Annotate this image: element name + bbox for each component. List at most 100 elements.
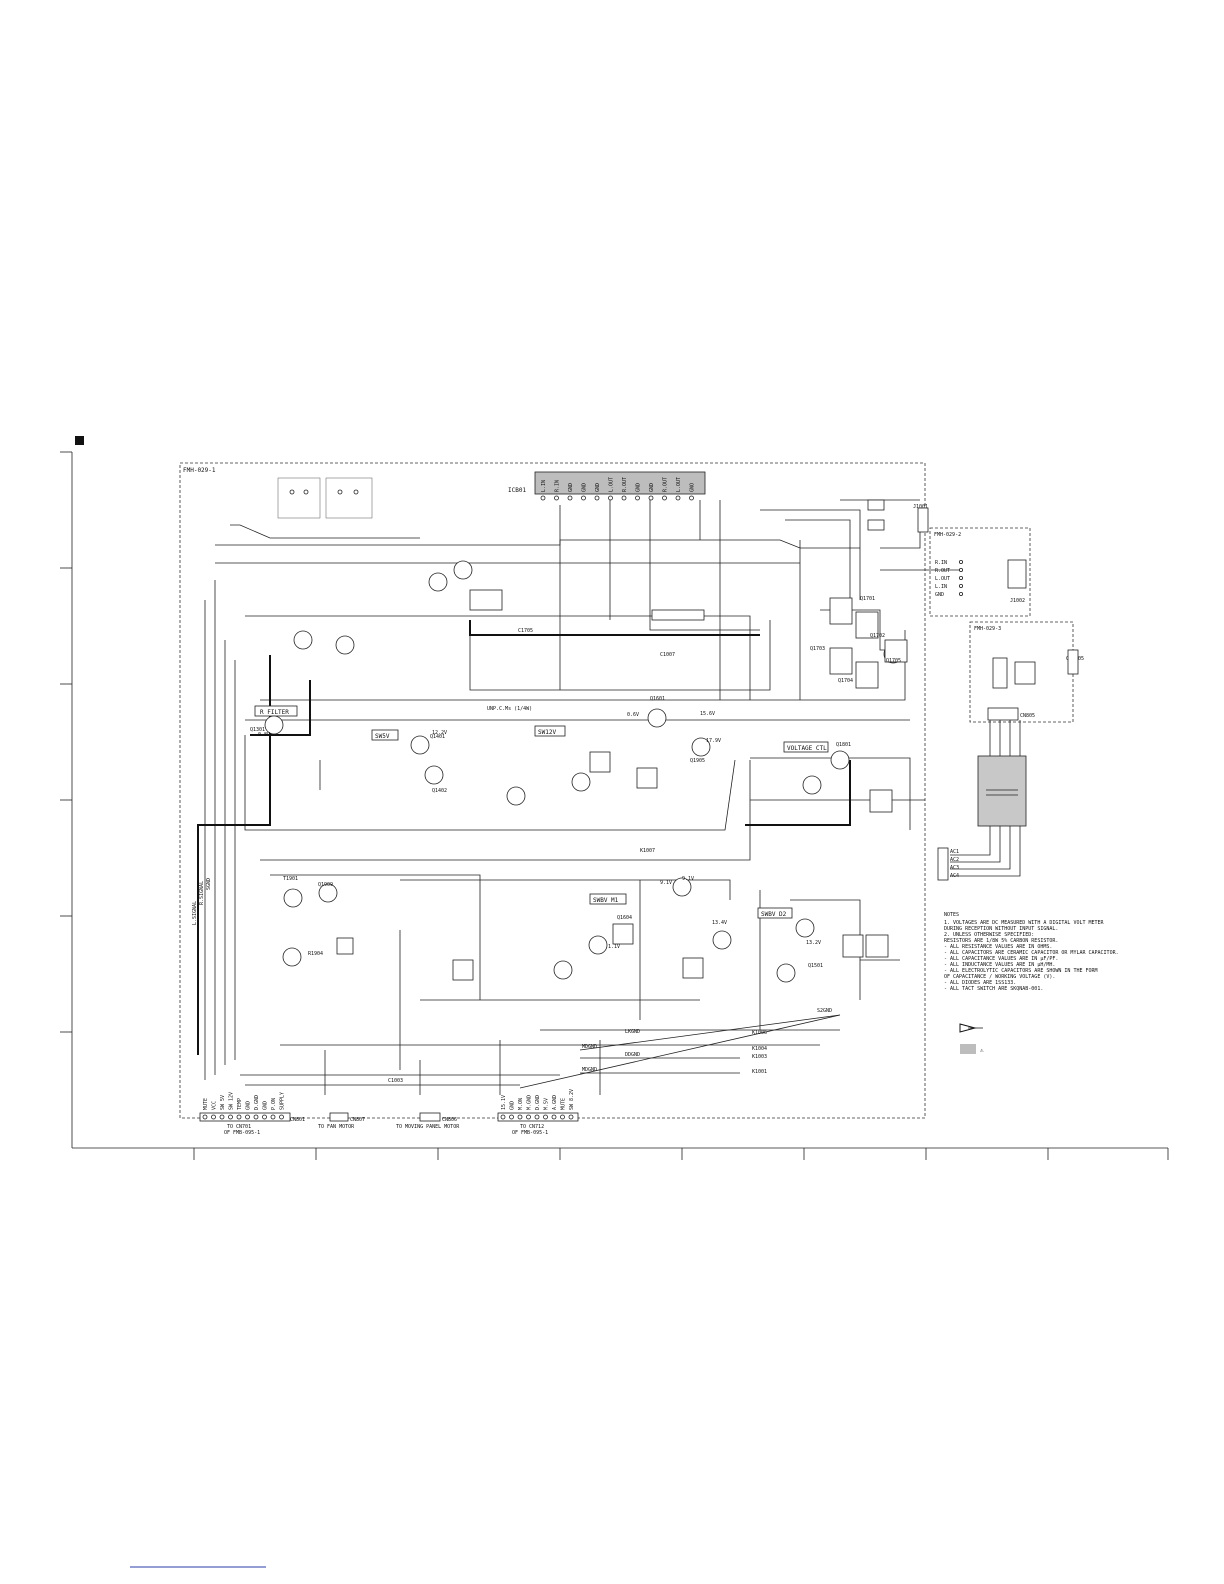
header-pin-label: R.IN [555,480,561,492]
svg-text:TO CN701: TO CN701 [227,1124,251,1130]
svg-text:12.2V: 12.2V [432,730,447,736]
svg-text:Q1905: Q1905 [690,758,705,764]
page-frame [60,451,1169,1160]
connector-pin [500,1114,506,1120]
section-marker [75,436,84,445]
connector-pin-label: MUTE [561,1098,567,1110]
input-buffer-blocks [277,477,373,519]
board-label-main: FMH-029-1 [183,467,216,474]
svg-text:9.1V: 9.1V [682,876,694,882]
svg-text:FMH-029-2: FMH-029-2 [934,532,961,538]
svg-text:Q1801: Q1801 [836,742,851,748]
svg-text:K1003: K1003 [752,1054,767,1060]
header-pin [567,495,573,501]
rear-input-label: GND [935,592,944,598]
part-labels: Q1701 Q1702 Q1703 Q1704 Q1705 Q1301 Q140… [250,504,1084,1084]
header-pin [608,495,613,501]
note-line: - ALL ELECTROLYTIC CAPACITORS ARE SHOWN … [944,968,1098,974]
connector-pin [202,1114,208,1120]
svg-text:0.8V: 0.8V [258,732,270,738]
ac-pin-label: AC2 [950,857,959,863]
svg-text:R1904: R1904 [308,951,323,957]
svg-text:J1002: J1002 [1010,598,1025,604]
svg-text:⚠: ⚠ [980,1047,984,1054]
connector-pin-label: SUPPLY [280,1092,286,1110]
svg-text:Q1301: Q1301 [250,727,265,733]
sw12v-block: SW12V [534,725,566,737]
svg-text:Q1601: Q1601 [650,696,665,702]
ac-pin-label: AC3 [950,865,959,871]
svg-text:TO CN712: TO CN712 [520,1124,544,1130]
net-labels: L.SIGNAL R.SIGNAL SGND S2GND LKGND MDGND… [192,706,832,1073]
connector-pin [534,1114,540,1120]
rear-input-label: L.OUT [935,576,950,582]
connector-pin [509,1114,514,1120]
connector-pin-label: 15.1V [501,1095,507,1110]
svg-text:LKGND: LKGND [625,1029,640,1035]
bottom-connector-cn807: CN807 TO FAN MOTOR [318,1112,365,1130]
connector-pin-label: SW 5V [220,1095,226,1110]
connector-pin [568,1114,574,1120]
connector-pin-label: M.ON [518,1098,524,1110]
voltage-ctl-block: VOLTAGE CTL [783,741,829,753]
connector-pin [253,1114,259,1120]
connector-pin-label: M.GND [527,1095,533,1110]
svg-text:TO FAN MOTOR: TO FAN MOTOR [318,1124,355,1130]
svg-text:TO MOVING PANEL MOTOR: TO MOVING PANEL MOTOR [396,1124,460,1130]
note-line: - ALL DIODES ARE 1SS133. [944,980,1016,986]
r-filter-block: R FILTER [254,705,298,717]
svg-text:T1901: T1901 [283,876,298,882]
connector-pin-label: GND [246,1101,252,1110]
note-line: - ALL INDUCTANCE VALUES ARE IN µH/MH. [944,962,1055,968]
connector-pin-label: GND [263,1101,269,1110]
connector-pin-label: TEMP [237,1098,243,1110]
header-pin [675,495,681,501]
svg-text:C1003: C1003 [388,1078,403,1084]
svg-text:0.6V: 0.6V [627,712,639,718]
swbv-m1-block: SWBV M1 [589,893,627,905]
connector-pin [211,1114,216,1120]
svg-text:Q1701: Q1701 [860,596,875,602]
connector-pin [270,1114,276,1120]
svg-text:Q1705: Q1705 [886,658,901,664]
note-line: - ALL CAPACITANCE VALUES ARE IN µF/PF. [944,956,1058,962]
svg-text:SGND: SGND [206,878,212,890]
svg-text:K1007: K1007 [640,848,655,854]
header-pin-label: GND [582,483,588,492]
note-line: - ALL TACT SWITCH ARE SKQNAB-001. [944,986,1043,992]
connector-pin-label: D.GND [254,1095,260,1110]
svg-text:C1705: C1705 [518,628,533,634]
header-pin [594,495,600,501]
svg-text:SW5V: SW5V [375,733,390,740]
svg-text:13.4V: 13.4V [712,920,727,926]
connector-pin [236,1114,242,1120]
rear-input-pin [959,560,964,565]
header-pin [621,495,627,501]
connector-pin-label: MUTE [203,1098,209,1110]
svg-text:CN806: CN806 [442,1117,457,1123]
svg-text:CN807: CN807 [350,1117,365,1123]
header-pin [554,495,559,501]
svg-text:Q1703: Q1703 [810,646,825,652]
bottom-connector-cn806: CN806 TO MOVING PANEL MOTOR [396,1112,460,1130]
note-line: OF CAPACITANCE / WORKING VOLTAGE (V). [944,974,1055,980]
legend: ⚠ [959,1023,984,1054]
header-pin-label: GND [595,483,601,492]
svg-text:K1001: K1001 [752,1069,767,1075]
svg-text:OF FMB-095-1: OF FMB-095-1 [224,1130,260,1136]
rear-input-pin [959,576,964,581]
rear-input-pin [959,584,964,589]
header-pin-label: GND [568,483,574,492]
header-pin-label: GNO [690,483,696,492]
svg-text:NOTES: NOTES [944,912,959,918]
bus-lines [197,620,851,1055]
connector-pin [543,1114,548,1120]
voltage-labels: 12.2V 0.8V 9.1V 15.6V 17.9V 1.1V 0.6V 9.… [258,711,821,950]
svg-text:SWBV M1: SWBV M1 [593,897,619,904]
svg-text:DDGND: DDGND [625,1052,640,1058]
note-line: 1. VOLTAGES ARE DC MEASURED WITH A DIGIT… [944,920,1105,926]
rear-input-label: R.IN [935,560,947,566]
